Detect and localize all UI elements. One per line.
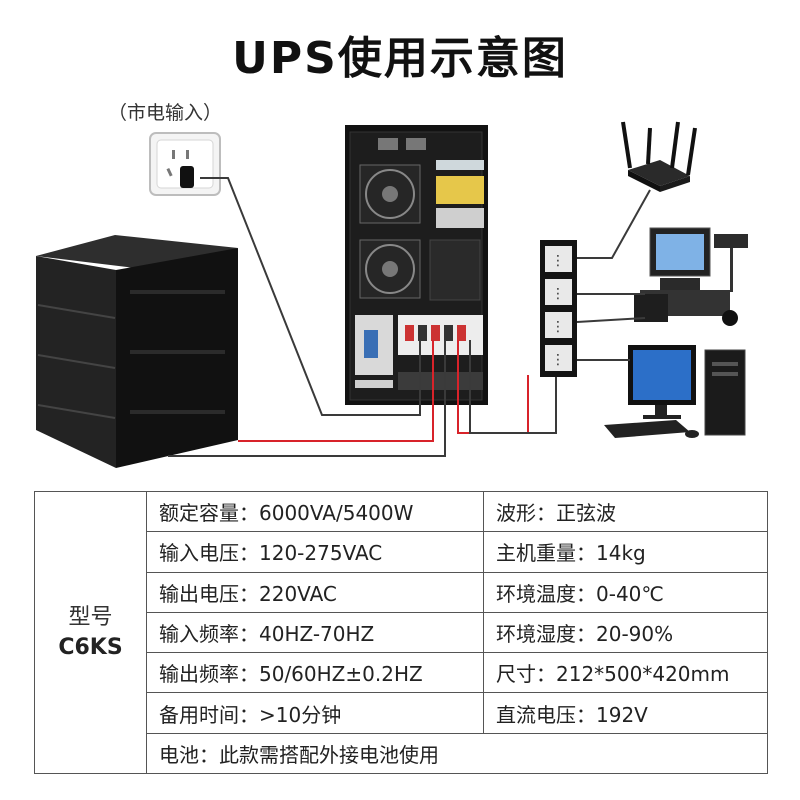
battery-cabinet (36, 235, 238, 468)
battery-positive-cable (238, 340, 434, 442)
cooling-fan-bottom (359, 239, 421, 299)
cooling-fan-top (359, 164, 421, 224)
spec-ambient-humidity: 环境湿度：20-90% (483, 611, 768, 654)
mains-input-label: （市电输入） (108, 102, 223, 124)
svg-text:⋮: ⋮ (551, 253, 565, 269)
spec-table: 型号 C6KS 额定容量：6000VA/5400W 波形：正弦波 输入电压：12… (34, 490, 768, 775)
spec-output-voltage: 输出电压：220VAC (146, 571, 484, 613)
svg-text:⋮: ⋮ (551, 319, 565, 335)
spec-input-voltage: 输入电压：120-275VAC (146, 531, 484, 573)
battery-negative-cable (168, 340, 446, 457)
ups-connection-diagram: ⋮ ⋮ ⋮ ⋮ (36, 121, 748, 468)
spec-input-frequency: 输入频率：40HZ-70HZ (146, 611, 484, 654)
table-row: 输入电压：120-275VAC 主机重量：14kg (35, 531, 768, 573)
svg-text:⋮: ⋮ (551, 286, 565, 302)
wiring (168, 177, 651, 457)
battery-note: 电池：此款需搭配外接电池使用 (146, 732, 768, 775)
spec-output-frequency: 输出频率：50/60HZ±0.2HZ (146, 652, 484, 694)
desktop-computer (604, 345, 746, 438)
model-cell: 型号 C6KS (34, 491, 147, 774)
wall-socket (149, 132, 221, 196)
spec-backup-time: 备用时间：>10分钟 (146, 692, 484, 734)
model-label: 型号 (68, 604, 113, 630)
ups-output-black-cable (469, 340, 557, 434)
page-title: UPS使用示意图 (232, 33, 568, 84)
mains-cable (200, 177, 421, 416)
spec-dimensions: 尺寸：212*500*420mm (483, 652, 768, 694)
ups-tower (345, 125, 488, 405)
table-row: 输出频率：50/60HZ±0.2HZ 尺寸：212*500*420mm (35, 652, 768, 694)
pos-terminal (634, 227, 748, 326)
wifi-router (621, 121, 697, 192)
spec-waveform: 波形：正弦波 (483, 490, 768, 533)
spec-dc-voltage: 直流电压：192V (483, 692, 768, 734)
table-row: 输出电压：220VAC 环境温度：0-40℃ (35, 571, 768, 613)
table-row: 型号 C6KS 额定容量：6000VA/5400W 波形：正弦波 (34, 490, 768, 774)
spec-weight: 主机重量：14kg (483, 531, 768, 573)
svg-text:⋮: ⋮ (551, 352, 565, 368)
power-strip: ⋮ ⋮ ⋮ ⋮ (540, 240, 577, 377)
table-row: 电池：此款需搭配外接电池使用 (35, 732, 768, 775)
model-value: C6KS (58, 634, 123, 660)
table-row: 备用时间：>10分钟 直流电压：192V (35, 692, 768, 734)
router-cable (577, 189, 651, 259)
spec-ambient-temperature: 环境温度：0-40℃ (483, 571, 768, 613)
pos-second-cable (576, 317, 646, 323)
spec-rated-capacity: 额定容量：6000VA/5400W (146, 490, 484, 533)
